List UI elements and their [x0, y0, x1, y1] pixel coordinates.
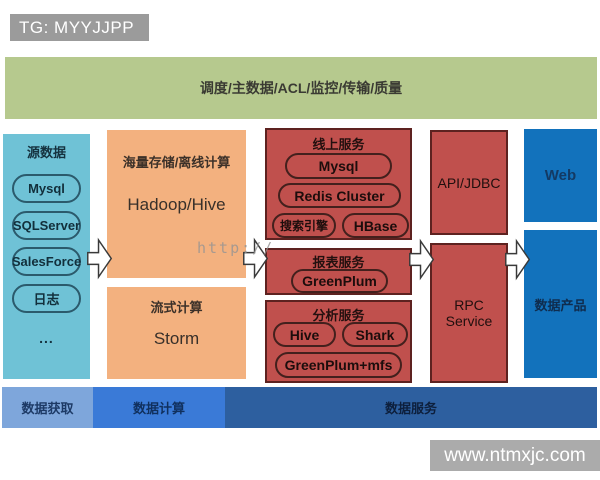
online-item-hbase: HBase — [342, 213, 409, 238]
stream-compute-box: 流式计算 Storm — [107, 287, 246, 379]
analysis-service-box: 分析服务 Hive Shark GreenPlum+mfs — [265, 300, 412, 383]
flow-arrow-service-to-interface-icon — [408, 238, 435, 281]
batch-compute-tech: Hadoop/Hive — [127, 195, 226, 214]
stream-compute-title: 流式计算 — [150, 300, 203, 315]
rpc-service-box: RPC Service — [430, 243, 508, 383]
online-item-redis-cluster: Redis Cluster — [278, 183, 401, 208]
source-more-ellipsis: ... — [39, 330, 54, 346]
tg-label: TG: MYYJJPP — [10, 14, 149, 41]
phase-data-compute: 数据计算 — [93, 387, 225, 428]
url-watermark: http:// — [197, 239, 275, 257]
analysis-item-greenplum-mfs: GreenPlum+mfs — [275, 352, 402, 378]
analysis-item-shark: Shark — [342, 322, 408, 347]
source-item-mysql: Mysql — [12, 174, 81, 203]
stream-compute-tech: Storm — [153, 329, 200, 348]
api-jdbc-box: API/JDBC — [430, 130, 508, 235]
report-service-title: 报表服务 — [312, 255, 365, 270]
online-service-box: 线上服务 Mysql Redis Cluster 搜索引擎 HBase — [265, 128, 412, 240]
online-item-search-engine: 搜索引擎 — [272, 213, 336, 238]
phase-data-acquisition: 数据获取 — [2, 387, 93, 428]
source-item-sqlserver: SQLServer — [12, 211, 81, 240]
batch-compute-title: 海量存储/离线计算 — [122, 155, 231, 170]
batch-compute-box: 海量存储/离线计算 Hadoop/Hive — [107, 130, 246, 278]
phase-data-service: 数据服务 — [225, 387, 597, 428]
online-item-mysql: Mysql — [285, 153, 392, 179]
source-data-column: 源数据 Mysql SQLServer SalesForce 日志 ... — [3, 134, 90, 379]
data-product-box: 数据产品 — [524, 230, 597, 378]
analysis-service-title: 分析服务 — [312, 308, 365, 323]
flow-arrow-interface-to-product-icon — [504, 238, 531, 281]
web-box: Web — [524, 129, 597, 222]
flow-arrow-compute-to-service-icon — [242, 237, 269, 280]
source-item-salesforce: SalesForce — [12, 247, 81, 276]
site-watermark: www.ntmxjc.com — [430, 440, 600, 471]
report-service-box: 报表服务 GreenPlum — [265, 248, 412, 295]
report-item-greenplum: GreenPlum — [291, 269, 388, 293]
flow-arrow-source-to-compute-icon — [86, 237, 113, 280]
analysis-item-hive: Hive — [273, 322, 336, 347]
governance-banner: 调度/主数据/ACL/监控/传输/质量 — [5, 57, 597, 119]
online-service-title: 线上服务 — [312, 137, 365, 152]
source-column-title: 源数据 — [26, 145, 66, 160]
source-item-logs: 日志 — [12, 284, 81, 313]
